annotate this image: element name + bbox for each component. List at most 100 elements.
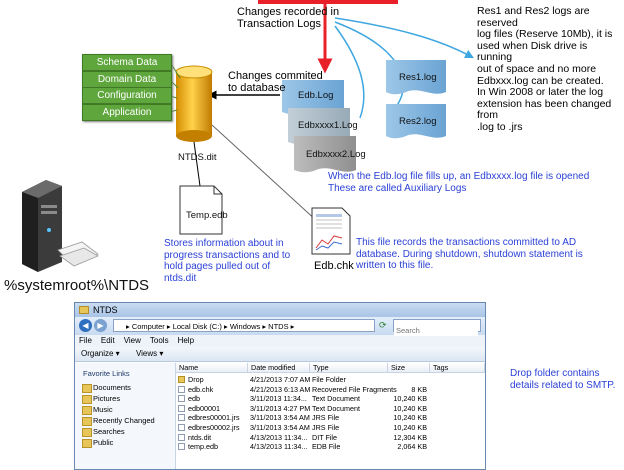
forward-button[interactable]: ▶ (94, 319, 107, 332)
menu-view[interactable]: View (123, 336, 141, 345)
folder-icon (79, 306, 89, 314)
res1-arrow (334, 17, 474, 59)
edbxxxx1-log-label: Edbxxxx1.Log (298, 120, 358, 131)
file-name: ntds.dit (188, 432, 212, 442)
breadcrumb[interactable]: ▸ Computer ▸ Local Disk (C:) ▸ Windows ▸… (126, 322, 295, 331)
reserve-note-line: In Win 2008 or later the log (477, 86, 604, 99)
nav-item-documents[interactable]: Documents (75, 382, 175, 393)
commit-label: Changes commited to database (228, 70, 323, 94)
folder-icon (178, 376, 185, 383)
file-icon (178, 385, 185, 393)
reserve-note: Res1 and Res2 logs are reserved log file… (477, 5, 623, 134)
recent-icon (82, 417, 92, 426)
file-size: 10,240 KB (393, 403, 427, 413)
file-row-edbres00001[interactable]: edbres00001.jrs 3/11/2013 3:54 AM JRS Fi… (176, 413, 485, 423)
column-date-modified[interactable]: Date modified (248, 363, 310, 373)
file-type: JRS File (312, 413, 340, 423)
column-tags[interactable]: Tags (430, 363, 485, 373)
search-input[interactable] (394, 325, 478, 336)
menu-edit[interactable]: Edit (100, 336, 115, 345)
menu-file[interactable]: File (79, 336, 92, 345)
column-name[interactable]: Name (176, 363, 248, 373)
back-button[interactable]: ◀ (79, 319, 92, 332)
menu-tools[interactable]: Tools (149, 336, 169, 345)
temp-note: Stores information about in progress tra… (164, 238, 290, 284)
file-row-edb00001[interactable]: edb00001 3/11/2013 4:27 PM Text Document… (176, 404, 485, 414)
file-row-edb[interactable]: edb 3/11/2013 11:34... Text Document 10,… (176, 394, 485, 404)
reserve-note-line: used when Disk drive is running (477, 39, 588, 64)
explorer-titlebar: NTDS (75, 303, 485, 317)
column-type[interactable]: Type (310, 363, 388, 373)
ntds-diagram: Edb.Log Edbxxxx1.Log Edbxxxx2.Log Res1.l… (22, 0, 474, 272)
file-date: 3/11/2013 4:27 PM (250, 403, 311, 413)
file-name: edb00001 (188, 403, 220, 413)
res1-log-label: Res1.log (399, 72, 437, 83)
db-chk-line (211, 124, 319, 223)
menu-help[interactable]: Help (177, 336, 195, 345)
music-icon (82, 406, 92, 415)
file-row-edbres00002[interactable]: edbres00002.jrs 3/11/2013 3:54 AM JRS Fi… (176, 423, 485, 433)
file-date: 3/11/2013 3:54 AM (250, 413, 310, 423)
db-part-application: Application (82, 104, 172, 121)
file-type: Text Document (312, 394, 360, 404)
nav-item-public[interactable]: Public (75, 437, 175, 448)
drop-note-line: details related to SMTP. (510, 379, 616, 391)
chk-file-label: Edb.chk (314, 260, 354, 272)
file-size: 8 KB (411, 384, 427, 394)
aux-log-note-line: When the Edb.log file fills up, an Edbxx… (328, 171, 590, 182)
reserve-note-line: out of space and no more (477, 62, 597, 75)
db-part-configuration: Configuration (82, 87, 172, 104)
file-date: 3/11/2013 3:54 AM (250, 423, 310, 432)
file-date: 4/21/2013 6:13 AM (250, 384, 311, 394)
drop-note: Drop folder contains details related to … (510, 368, 615, 391)
nav-item-music[interactable]: Music (75, 404, 175, 415)
reserve-note-line: Res1 and Res2 logs are reserved (477, 5, 590, 29)
commit-label-line: Changes commited (228, 70, 323, 82)
file-row-edb-chk[interactable]: edb.chk 4/21/2013 6:13 AM Recovered File… (176, 385, 485, 395)
file-name: temp.edb (188, 442, 218, 452)
window-title: NTDS (93, 305, 118, 315)
server-icon (22, 180, 99, 272)
file-type: EDB File (312, 442, 341, 452)
commit-label-line: to database (228, 82, 286, 94)
chk-note-line: written to this file. (356, 260, 434, 271)
file-type: DIT File (312, 432, 338, 442)
organize-button[interactable]: Organize ▾ (81, 349, 120, 358)
reserve-note-line: log files (Reserve 10Mb), it is (477, 28, 613, 41)
file-icon (178, 443, 185, 451)
chk-note: This file records the transactions commi… (356, 237, 583, 272)
address-row: ◀ ▶ ▸ Computer ▸ Local Disk (C:) ▸ Windo… (75, 317, 485, 336)
server-path-label: %systemroot%\NTDS (4, 277, 150, 294)
log-doc-res2 (386, 104, 446, 139)
file-icon (178, 433, 185, 441)
file-size: 2,064 KB (397, 442, 427, 452)
file-type: Text Document (312, 403, 360, 413)
address-bar[interactable]: ▸ Computer ▸ Local Disk (C:) ▸ Windows ▸… (113, 319, 375, 332)
temp-edb-label: Temp.edb (186, 210, 228, 221)
reserve-note-line: .log to .jrs (477, 120, 523, 133)
nav-item-label: Recently Changed (93, 416, 155, 425)
file-date: 4/13/2013 11:34... (250, 432, 308, 442)
explorer-window: NTDS ◀ ▶ ▸ Computer ▸ Local Disk (C:) ▸ … (74, 302, 486, 470)
searches-icon (82, 428, 92, 437)
column-size[interactable]: Size (388, 363, 430, 373)
file-type: File Folder (312, 375, 346, 384)
refresh-button[interactable]: ⟳ (379, 320, 387, 330)
file-date: 3/11/2013 11:34... (250, 394, 307, 404)
views-button[interactable]: Views ▾ (135, 349, 164, 358)
file-row-temp-edb[interactable]: temp.edb 4/13/2013 11:34... EDB File 2,0… (176, 442, 485, 452)
file-size: 10,240 KB (393, 413, 427, 423)
file-row-drop[interactable]: Drop 4/21/2013 7:07 AM File Folder (176, 375, 485, 385)
nav-item-recently-changed[interactable]: Recently Changed (75, 415, 175, 426)
nav-item-pictures[interactable]: Pictures (75, 393, 175, 404)
pictures-icon (82, 395, 92, 404)
reserve-note-line: extension has been changed from (477, 97, 612, 122)
file-row-ntds-dit[interactable]: ntds.dit 4/13/2013 11:34... DIT File 12,… (176, 433, 485, 443)
res2-log-label: Res2.log (399, 116, 437, 127)
write-bar (258, 0, 398, 4)
navigation-pane: Favorite Links Documents Pictures Music … (75, 363, 176, 469)
nav-item-searches[interactable]: Searches (75, 426, 175, 437)
search-box[interactable] (393, 319, 481, 336)
nav-item-label: Documents (93, 383, 131, 392)
text-file-icon (178, 404, 185, 412)
